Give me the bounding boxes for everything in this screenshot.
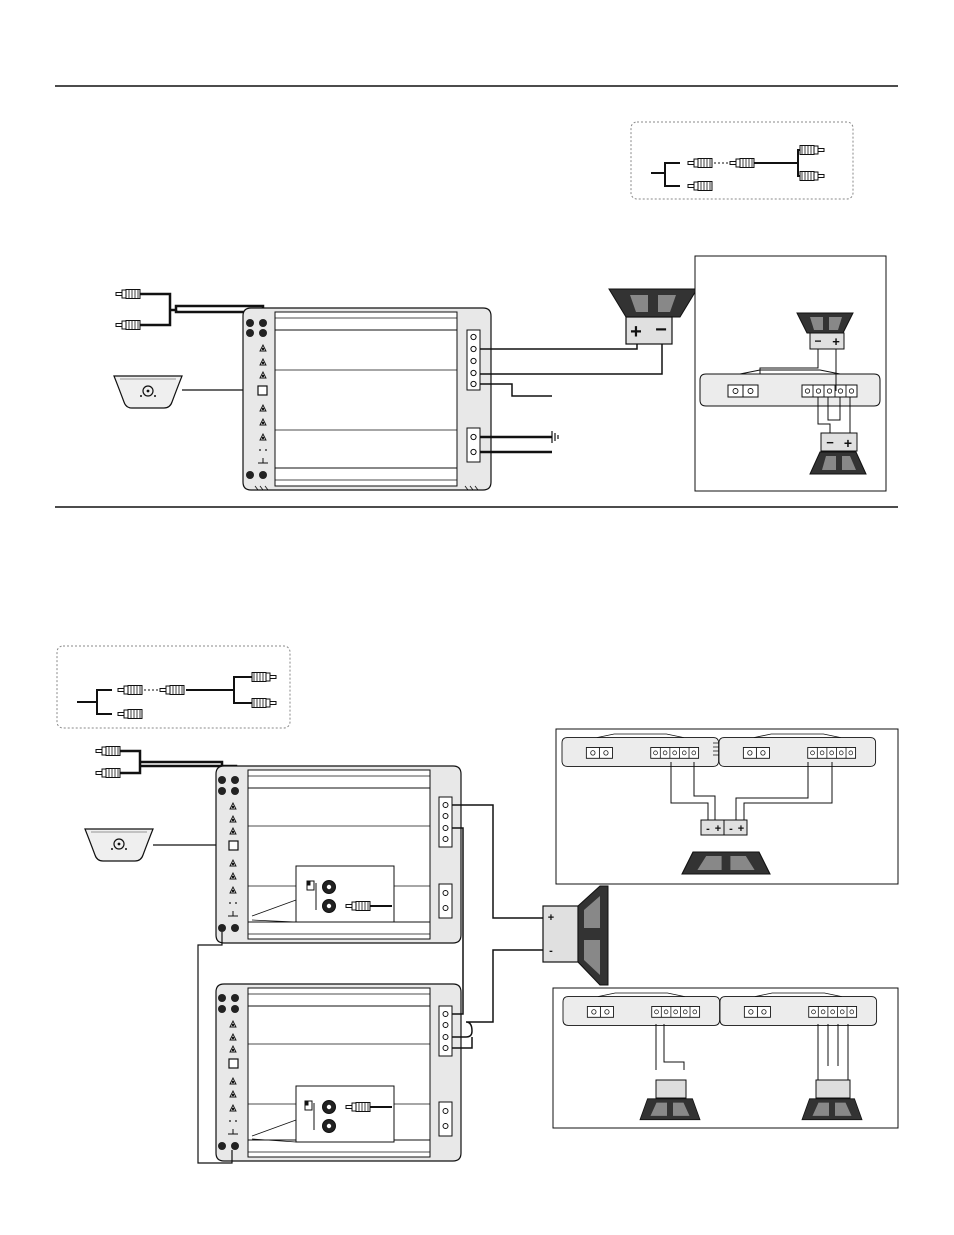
rca-input-cables-bottom — [96, 747, 236, 778]
inset-speaker-plus: + — [832, 334, 840, 349]
vc2-plus: + — [738, 823, 744, 835]
speaker-bottom-plus: + — [548, 912, 554, 924]
power-ground-wires-top — [480, 431, 558, 452]
amplifier-slave — [216, 984, 461, 1161]
speaker-plus-sign: + — [630, 321, 642, 343]
speaker-minus-sign: − — [655, 319, 667, 341]
speaker-wires-top — [480, 344, 662, 396]
speaker-bottom: + - — [543, 886, 608, 985]
dual-amp-two-woofer-inset — [553, 988, 898, 1128]
rca-y-adapter-inset-top — [631, 122, 853, 199]
dual-amp-one-woofer-inset: - + - + — [556, 729, 898, 884]
inset-speaker-minus: − — [814, 334, 821, 348]
rca-input-cables-top — [116, 290, 263, 330]
speaker-wires-bottom — [452, 805, 543, 1048]
inset-speaker2-minus: − — [826, 435, 834, 450]
ground-symbol — [552, 431, 558, 443]
speaker-top: + − — [609, 289, 697, 344]
amplifier-top — [243, 308, 491, 490]
inset-speaker2-plus: + — [844, 435, 852, 451]
vc2-minus: - — [729, 823, 733, 835]
vc1-plus: + — [715, 823, 721, 835]
rca-y-adapter-inset-bottom — [57, 646, 290, 728]
speaker-bottom-minus: - — [549, 945, 553, 957]
remote-knob-bottom — [85, 829, 232, 861]
remote-knob-top — [114, 376, 258, 408]
amplifier-master — [216, 766, 461, 943]
bridged-mono-inset: − + − + — [695, 256, 886, 491]
vc1-minus: - — [706, 823, 710, 835]
